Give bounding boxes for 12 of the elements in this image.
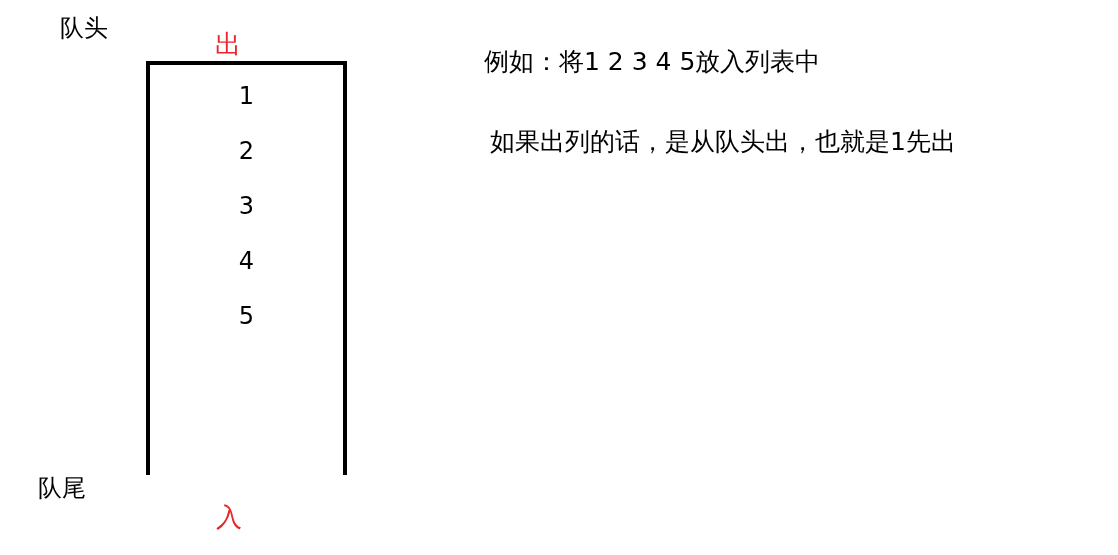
tail-label: 队尾 — [38, 474, 86, 503]
number-label: 4 — [237, 247, 256, 276]
note-text: 例如：将1 2 3 4 5放入列表中 — [484, 47, 821, 77]
number-label: 3 — [237, 192, 256, 221]
number-label: 5 — [237, 302, 256, 331]
direction-label: 出 — [215, 29, 241, 61]
number-label: 1 — [237, 82, 256, 111]
note-text: 如果出列的话，是从队头出，也就是1先出 — [490, 127, 956, 157]
head-label: 队头 — [60, 14, 108, 43]
number-label: 2 — [237, 137, 256, 166]
queue-container — [146, 61, 347, 475]
direction-label: 入 — [216, 502, 242, 534]
